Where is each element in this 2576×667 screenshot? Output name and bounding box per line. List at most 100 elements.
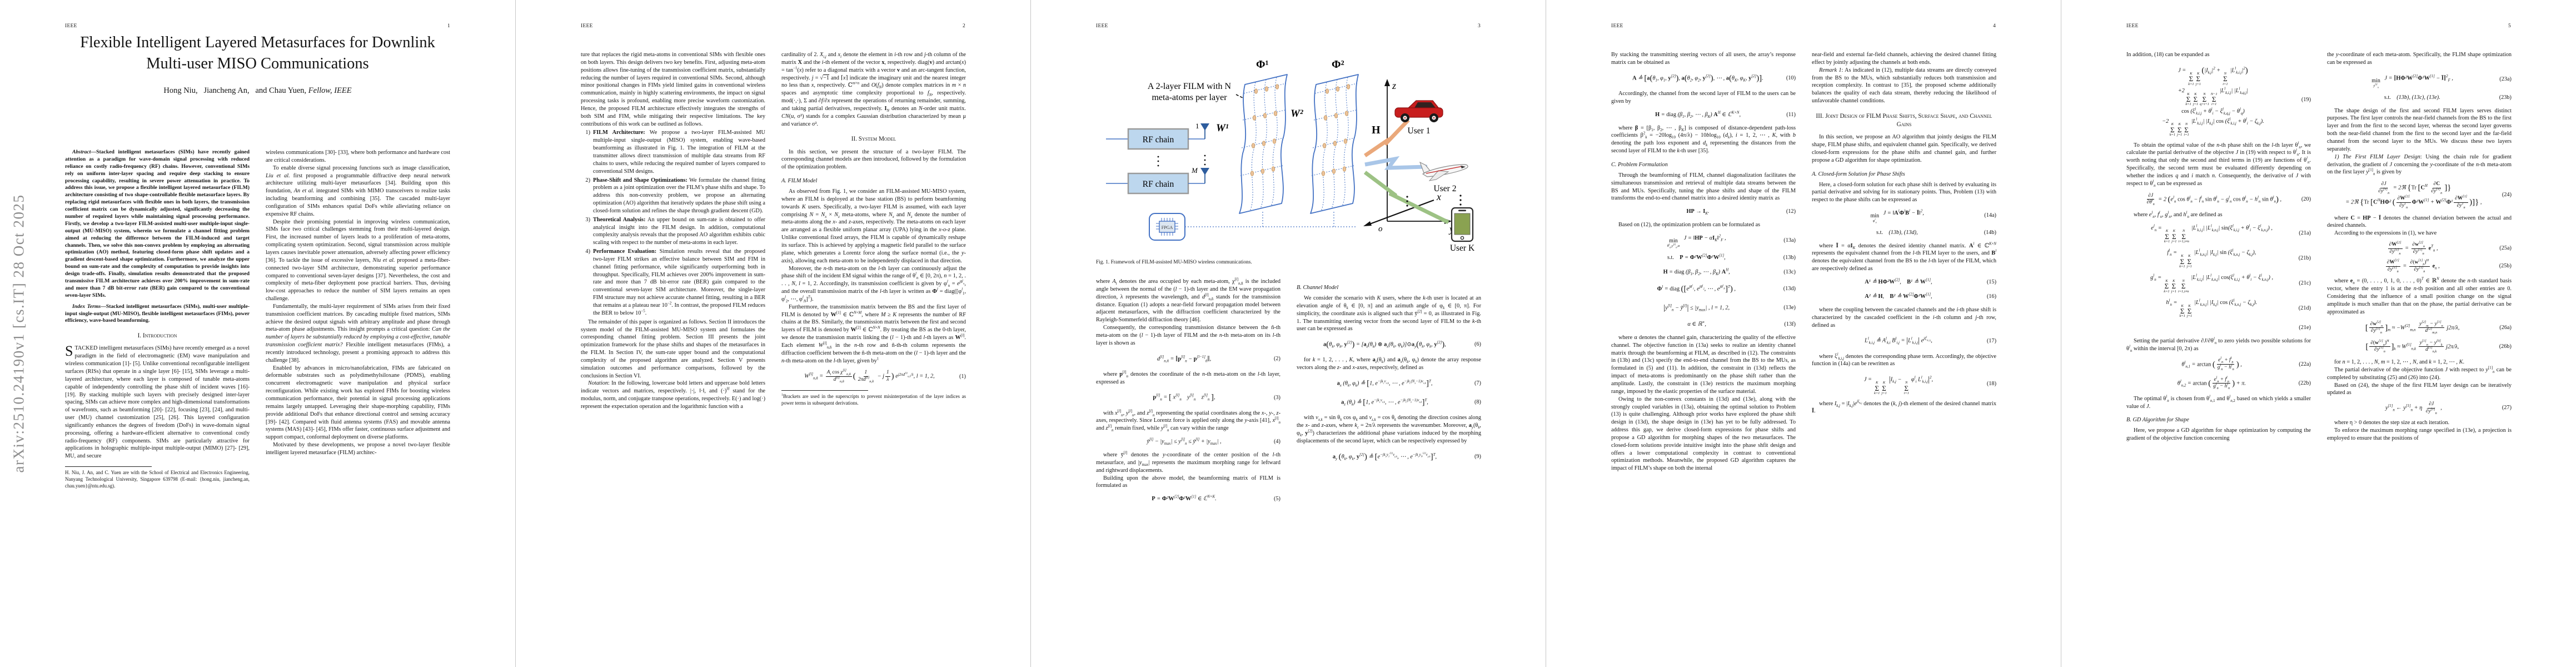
equation-number: (12) xyxy=(1786,208,1796,215)
equation-body: α ∈ ℝ∗, xyxy=(1687,320,1706,327)
equation-number: (14a) xyxy=(1984,212,1996,219)
paragraph: where Ī = αIK denotes the desired identi… xyxy=(1812,242,1997,272)
item-number: 3) xyxy=(585,216,590,223)
film-layer-1 xyxy=(1239,74,1288,214)
equation-body: [∂w[2]n∂y[1]n]m ≈ −W[2]m,n y[2]m − y[1]n… xyxy=(2365,320,2460,335)
paragraph: where p[l]n denotes the coordinate of th… xyxy=(1096,370,1280,385)
page-1: IEEE 1 arXiv:2510.24190v1 [cs.IT] 28 Oct… xyxy=(0,0,515,667)
equation-number: (25a) xyxy=(2499,245,2512,252)
paragraph: To obtain the optimal value of the n-th … xyxy=(2126,141,2311,188)
equation-number: (6) xyxy=(1474,341,1481,348)
equation-number: (26b) xyxy=(2499,343,2512,350)
paragraph: Owing to the non-convex constants in (13… xyxy=(1611,396,1796,472)
running-head: IEEE xyxy=(1096,23,1108,29)
equation-number: (21d) xyxy=(2298,305,2311,311)
equation-body: Φl = diag ([ejθl1, ejθl2, ⋯ , ejθlN]T) , xyxy=(1657,283,1736,293)
paragraph: Accordingly, the channel from the second… xyxy=(1611,90,1796,104)
paragraph: Consequently, the corresponding transmis… xyxy=(1096,325,1280,346)
page-3: IEEE 3 A 2-layer FILM with N meta-atoms … xyxy=(1030,0,1546,667)
equation-number: (21c) xyxy=(2299,280,2311,286)
equation-body: ay (θk, φk, y[2]) ≜ [e−jkcy1[2]vy,k, ⋯ ,… xyxy=(1332,451,1437,461)
paragraph: To enforce the maximum morphing range sp… xyxy=(2327,427,2512,442)
antenna-label-1: 1 xyxy=(1195,122,1199,130)
equation: |y[l]n − ȳ[l]| ≤ |ymax| , l = 1, 2,(13e) xyxy=(1611,301,1796,315)
abstract-paragraph: Index Terms—Stacked intelligent metasurf… xyxy=(65,303,250,324)
equation: ȳ[l] − |ymax| ≤ y[l]n ≤ ȳ[l] + |ymax| ,(… xyxy=(1096,437,1280,447)
user2-airplane-icon xyxy=(1419,161,1468,181)
page-number: 5 xyxy=(2508,23,2511,29)
paragraph: Moreover, the n-th meta-atom on the l-th… xyxy=(781,265,966,303)
paragraph: Based on (24), the shape of the first FI… xyxy=(2327,382,2512,396)
equation-number: (7) xyxy=(1474,380,1481,387)
running-head: IEEE xyxy=(65,23,77,29)
contribution-item: 1)FILM Architecture: We propose a two-la… xyxy=(581,129,765,175)
equation-body: Llk,i,j ≜ Alk,i Bli,j = |Llk,i,j| ejξlk,… xyxy=(1865,336,1932,346)
equation-number: (14b) xyxy=(1984,229,1996,236)
paragraph: where At denotes the area occupied by ea… xyxy=(1096,277,1280,323)
equation-number: (15) xyxy=(1986,278,1996,285)
figure-1: A 2-layer FILM with N meta-atoms per lay… xyxy=(1096,30,1481,265)
equation-body: ∂J∂θln = 2 (eln cos θln − fln sin θln − … xyxy=(2146,192,2282,207)
equation-number: (27) xyxy=(2502,405,2512,411)
column-left: Abstract—Stacked intelligent metasurface… xyxy=(65,149,250,490)
subsection-heading: B. Channel Model xyxy=(1297,285,1339,291)
drop-cap: S xyxy=(65,343,73,360)
user1-car-icon xyxy=(1394,100,1443,122)
paragraph: the y-coordinate of each meta-atom. Spec… xyxy=(2327,52,2512,66)
paragraph: By stacking the transmitting steering ve… xyxy=(1611,52,1796,66)
paragraph: The shape design of the first and second… xyxy=(2327,107,2512,152)
rf-chain-label-2: RF chain xyxy=(1143,180,1174,189)
paragraph: for n = 1, 2, . . . , N, m = 1, 2, ⋯ , N… xyxy=(2334,359,2465,365)
antenna-icons: 1 M xyxy=(1191,122,1209,183)
page-number: 4 xyxy=(1992,23,1996,29)
equation-number: (21e) xyxy=(2299,324,2311,331)
user2-label: User 2 xyxy=(1434,184,1457,193)
page-4: IEEE 4 By stacking the transmitting stee… xyxy=(1546,0,2061,667)
equation: Φl = diag ([ejθl1, ejθl2, ⋯ , ejθlN]T) ,… xyxy=(1611,282,1796,296)
page-2: IEEE 2 ture that replaces the rigid meta… xyxy=(515,0,1030,667)
userK-phone-icon xyxy=(1451,207,1474,242)
subsection-heading: A. Closed-form Solution for Phase Shifts xyxy=(1812,171,1905,177)
two-column-layout: ture that replaces the rigid meta-atoms … xyxy=(581,51,966,411)
equation: HP → IK.(12) xyxy=(1611,207,1796,217)
rf-chain-label-1: RF chain xyxy=(1143,135,1174,145)
footnote: H. Niu, J. An, and C. Yuen are with the … xyxy=(65,466,250,490)
equation-number: (25b) xyxy=(2499,263,2512,270)
equation: ∂J∂y[1]n = 2ℜ {Tr [CH ∂C∂y[1]n]}= 2ℜ {Tr… xyxy=(2327,181,2512,210)
equation: ∂J∂θln = 2 (eln cos θln − fln sin θln − … xyxy=(2126,192,2311,207)
beam-to-userK xyxy=(1363,171,1449,225)
equation-number: (13d) xyxy=(1783,285,1796,292)
x-axis-label: x xyxy=(1436,191,1441,202)
z-axis-label: z xyxy=(1392,80,1396,91)
equation-body xyxy=(2126,323,2297,333)
paragraph: The remainder of this paper is organized… xyxy=(581,318,765,379)
equation-number: (5) xyxy=(1273,496,1280,502)
equation-body: a(θk, φk, y[2]) = [az(θk) ⊗ ax(θk, φk)]⊙… xyxy=(1323,340,1446,350)
equation: A¹ ≜ HΦ²W[2], B¹ ≜ W[1],(15) xyxy=(1812,277,1996,287)
film-layer-2 xyxy=(1310,74,1359,214)
arxiv-watermark: arXiv:2510.24190v1 [cs.IT] 28 Oct 2025 xyxy=(10,194,27,473)
two-column-layout: Abstract—Stacked intelligent metasurface… xyxy=(65,149,450,490)
equation: ∂W[2]∂y[1]n = ∂w[2]n∂y[1]n eTn ,(25a) xyxy=(2327,241,2512,255)
subsection-heading: B. GD Algorithm for Shape xyxy=(2126,417,2189,424)
equation-body: s.t. (13b), (13c), (13e). xyxy=(2384,94,2440,101)
equation-number: (4) xyxy=(1273,439,1280,445)
paragraph: According to the expressions in (1), we … xyxy=(2334,230,2437,237)
equation-number: (11) xyxy=(1786,111,1796,118)
running-head: IEEE xyxy=(1611,23,1623,29)
paragraph: with x[l]n, y[l]n, and z[l]n representin… xyxy=(1096,409,1280,433)
equation: A² ≜ H, B² ≜ W[2]Φ¹W[1],(16) xyxy=(1812,292,1996,302)
equation-number: (13e) xyxy=(1783,304,1796,311)
